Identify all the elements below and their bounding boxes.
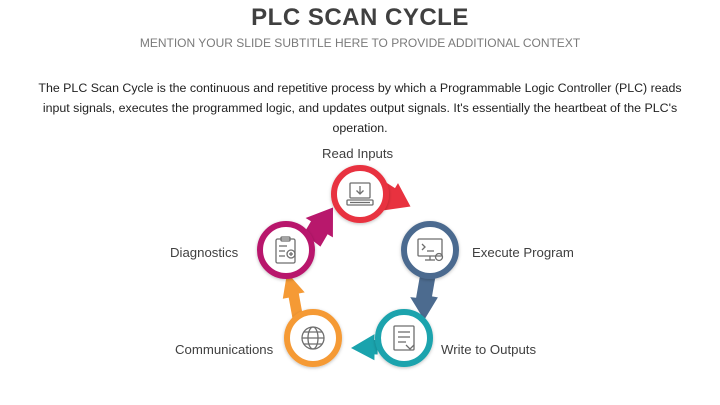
label-execute-program: Execute Program: [472, 245, 574, 260]
page-subtitle: MENTION YOUR SLIDE SUBTITLE HERE TO PROV…: [139, 36, 581, 50]
label-read-inputs: Read Inputs: [322, 146, 394, 161]
label-write-outputs: Write to Outputs: [441, 342, 537, 357]
label-diagnostics: Diagnostics: [170, 245, 239, 260]
node-read-inputs: [331, 165, 389, 223]
globe-network-icon: [301, 326, 325, 350]
node-execute-program: [401, 221, 459, 279]
arrow-execute-to-write: [410, 274, 438, 320]
computer-input-icon: [346, 182, 374, 206]
node-write-outputs: [375, 309, 433, 367]
node-communications: [284, 309, 342, 367]
page-title: PLC SCAN CYCLE: [251, 4, 469, 31]
output-document-icon: [393, 325, 415, 351]
node-diagnostics: [257, 221, 315, 279]
clipboard-diagnostics-icon: [275, 236, 296, 264]
arrow-comm-to-diag: [282, 272, 305, 322]
description-text: The PLC Scan Cycle is the continuous and…: [38, 81, 682, 135]
label-communications: Communications: [175, 342, 274, 357]
arrow-write-to-comm: [351, 334, 378, 361]
program-monitor-icon: [417, 238, 444, 262]
